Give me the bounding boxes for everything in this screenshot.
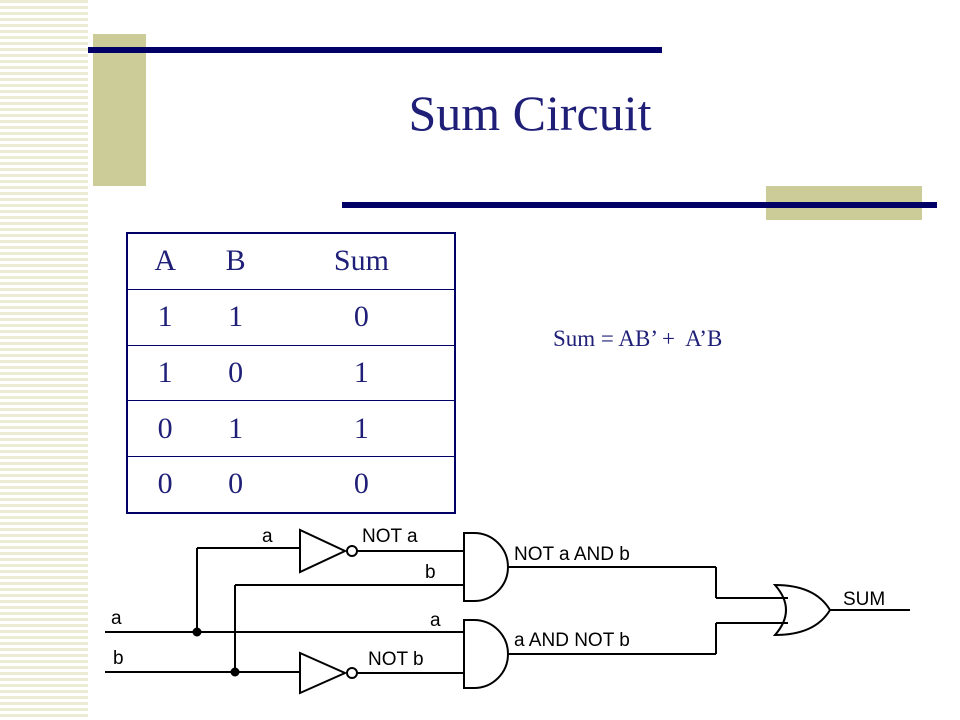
truth-table-header-row: A B Sum <box>127 233 455 290</box>
label-input-b: b <box>113 648 124 669</box>
not-gate-top-bubble <box>346 545 358 557</box>
header-a: A <box>127 233 203 290</box>
not-gate-bottom <box>299 651 348 695</box>
table-row: 1 0 1 <box>127 344 455 401</box>
cell-sum: 0 <box>268 288 455 346</box>
truth-table: A B Sum 1 1 0 1 0 1 0 1 1 0 0 0 <box>126 232 456 514</box>
label-and-bottom-a: a <box>430 610 441 631</box>
cell-b: 1 <box>202 288 269 346</box>
label-sum-output: SUM <box>843 589 885 610</box>
junction-dot-b <box>230 667 240 677</box>
or-gate <box>772 583 832 637</box>
not-gate-top <box>299 528 348 574</box>
title-rule-top <box>88 47 662 53</box>
cell-a: 0 <box>127 400 203 457</box>
label-a-and-not-b: a AND NOT b <box>514 630 630 651</box>
table-row: 1 1 0 <box>127 288 455 346</box>
cell-b: 0 <box>202 344 269 401</box>
cell-a: 0 <box>127 455 203 513</box>
label-not-b: NOT b <box>368 649 424 670</box>
and-gate-bottom <box>463 619 509 689</box>
cell-b: 1 <box>202 400 269 457</box>
cell-a: 1 <box>127 288 203 346</box>
title-rule-bottom <box>342 202 937 208</box>
not-gate-bottom-bubble <box>346 667 358 679</box>
junction-dot-a <box>192 627 202 637</box>
header-b: B <box>202 233 269 290</box>
cell-sum: 1 <box>268 344 455 401</box>
label-not-top-in: a <box>262 526 273 547</box>
cell-sum: 1 <box>268 400 455 457</box>
label-input-a: a <box>111 608 122 629</box>
table-row: 0 0 0 <box>127 455 455 513</box>
label-not-a-and-b: NOT a AND b <box>514 544 630 565</box>
cell-a: 1 <box>127 344 203 401</box>
label-and-top-b: b <box>425 562 436 583</box>
header-sum: Sum <box>268 233 455 290</box>
and-gate-top <box>463 532 509 602</box>
decorative-block-left <box>93 34 146 186</box>
cell-sum: 0 <box>268 455 455 513</box>
sum-formula: Sum = AB’ + A’B <box>553 326 723 351</box>
decorative-stripe-bar <box>0 0 88 720</box>
table-row: 0 1 1 <box>127 400 455 457</box>
cell-b: 0 <box>202 455 269 513</box>
slide-title: Sum Circuit <box>408 85 652 141</box>
label-not-a: NOT a <box>362 526 418 547</box>
